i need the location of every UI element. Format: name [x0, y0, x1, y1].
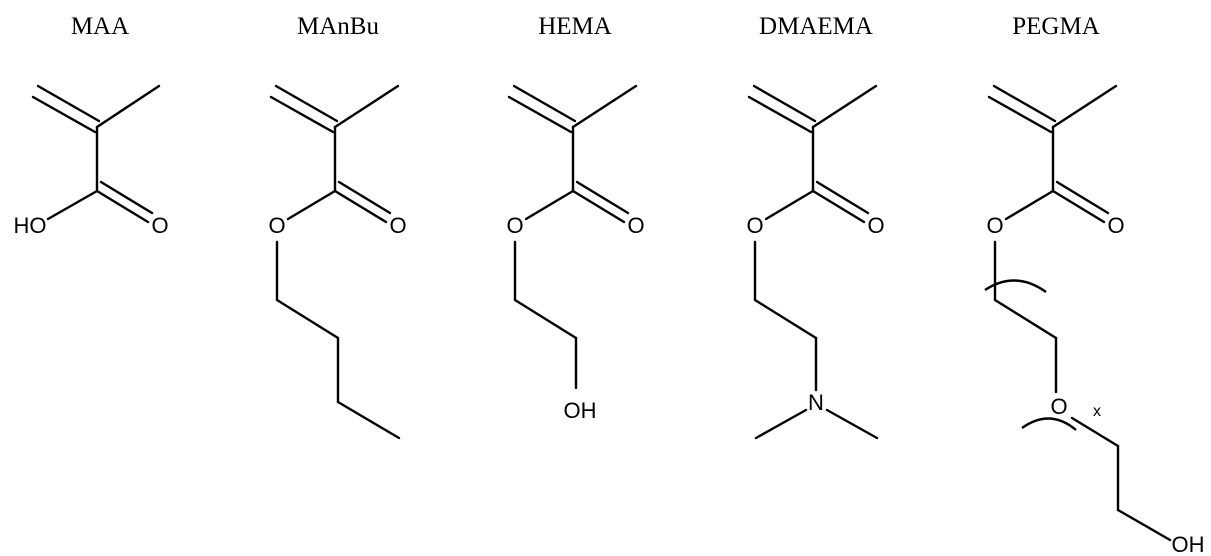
molecule-hema: HEMA O O OH [506, 13, 644, 423]
molecule-name-dmaema: DMAEMA [759, 13, 873, 40]
bond [512, 84, 577, 123]
bond [337, 180, 392, 215]
bonds-manbu [269, 84, 401, 440]
atom-label-ester-oxygen: O [986, 213, 1003, 238]
bond [99, 180, 154, 215]
repeat-bracket-lower [1021, 417, 1077, 431]
bond [507, 95, 573, 134]
bond [46, 189, 99, 221]
bond [336, 400, 401, 440]
bond [1116, 508, 1172, 542]
atom-label-carbonyl-oxygen: O [389, 213, 406, 238]
repeat-count-label: x [1093, 403, 1101, 420]
bond [36, 84, 101, 123]
bond [815, 180, 870, 215]
bond [275, 298, 340, 340]
molecule-maa: MAA HO O [14, 13, 169, 238]
molecule-name-pegma: PEGMA [1012, 13, 1100, 40]
bond [269, 95, 335, 134]
bond [825, 408, 879, 440]
bonds-hema [507, 84, 638, 390]
bond [987, 95, 1053, 134]
bond [571, 189, 626, 224]
bond [764, 189, 815, 221]
bond [274, 84, 339, 123]
bond [1070, 416, 1120, 448]
molecule-name-manbu: MAnBu [297, 13, 379, 40]
atom-label-carbonyl-oxygen: O [627, 213, 644, 238]
bonds-maa [31, 84, 161, 224]
bond [993, 298, 1058, 340]
atom-label-carbonyl-oxygen: O [151, 213, 168, 238]
atom-label-nitrogen: N [808, 390, 824, 415]
bond [513, 298, 578, 340]
bond [811, 189, 866, 224]
bond [992, 84, 1057, 123]
atom-label-carbonyl-oxygen: O [1107, 213, 1124, 238]
bond [333, 84, 400, 129]
bond [95, 84, 161, 129]
bonds-dmaema [747, 84, 879, 440]
atom-label-carbonyl-oxygen: O [867, 213, 884, 238]
bond [1051, 84, 1118, 129]
molecule-manbu: MAnBu O O [268, 13, 407, 440]
bond [571, 84, 638, 129]
bond [753, 298, 818, 340]
bond [333, 189, 388, 224]
molecule-name-maa: MAA [71, 13, 129, 40]
bond [95, 189, 150, 224]
atom-label-ester-oxygen: O [268, 213, 285, 238]
atom-label-ester-oxygen: O [746, 213, 763, 238]
molecule-name-hema: HEMA [538, 13, 612, 40]
bond [1055, 180, 1110, 215]
atom-label-ether-oxygen: O [1050, 394, 1067, 419]
atom-label-hydroxyl: HO [14, 213, 47, 238]
bond [747, 95, 813, 134]
bond [575, 180, 630, 215]
bond [752, 84, 817, 123]
bond [754, 408, 808, 440]
bond [1004, 189, 1055, 221]
repeat-bracket-upper [984, 279, 1047, 293]
bond [286, 189, 337, 221]
bond [1051, 189, 1106, 224]
bond [811, 84, 878, 129]
molecule-pegma: PEGMA O O O x OH [984, 13, 1205, 556]
molecule-dmaema: DMAEMA O O N [746, 13, 885, 440]
bond [31, 95, 97, 134]
atom-label-ester-oxygen: O [506, 213, 523, 238]
bonds-pegma [987, 84, 1172, 542]
atom-label-hydroxyl: OH [1172, 532, 1205, 556]
bond [524, 189, 575, 221]
atom-label-hydroxyl: OH [564, 398, 597, 423]
